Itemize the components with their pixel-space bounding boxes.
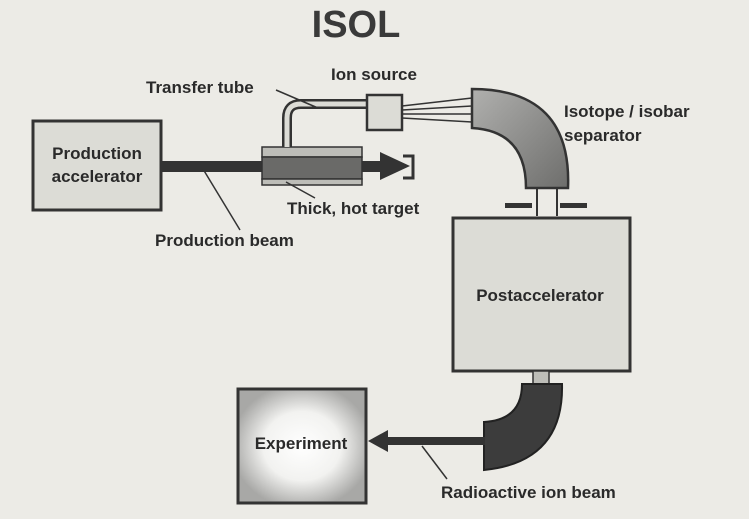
postaccelerator-outlet (532, 370, 550, 386)
thick-hot-target-label: Thick, hot target (287, 199, 420, 218)
production-beam-arrowhead (380, 152, 410, 180)
target-bottom-layer (261, 178, 363, 186)
postaccelerator-box (451, 216, 632, 373)
transfer-tube-outline (282, 99, 368, 147)
production-accelerator-box (31, 119, 163, 212)
extraction-lines (401, 97, 473, 123)
radioactive-ion-beam-arrow (385, 437, 485, 445)
radioactive-ion-beam-arrowhead (368, 430, 388, 452)
slit-plate-right (560, 203, 587, 208)
production-beam-label: Production beam (155, 231, 294, 250)
radioactive-ion-beam-label: Radioactive ion beam (441, 483, 616, 502)
postaccelerator-label: Postaccelerator (476, 286, 604, 305)
separator-label-line2: separator (564, 126, 642, 145)
separator-label-line1: Isotope / isobar (564, 102, 690, 121)
bending-magnet (483, 383, 564, 472)
thick-hot-target (261, 156, 363, 180)
ion-source-box (365, 93, 404, 132)
leader-lines (202, 89, 448, 480)
slit-plate-left (505, 203, 532, 208)
target-top-layer (261, 146, 363, 158)
isotope-separator-magnet (470, 87, 570, 190)
transfer-tube (284, 101, 368, 147)
production-accelerator-label-line2: accelerator (52, 167, 143, 186)
ion-source-label: Ion source (331, 65, 417, 84)
beam-dump (403, 154, 415, 180)
experiment-label: Experiment (255, 434, 348, 453)
experiment-box (236, 387, 368, 505)
separator-outlet-lines (536, 188, 558, 216)
transfer-tube-label: Transfer tube (146, 78, 254, 97)
diagram-title: ISOL (312, 4, 401, 46)
production-accelerator-label-line1: Production (52, 144, 142, 163)
